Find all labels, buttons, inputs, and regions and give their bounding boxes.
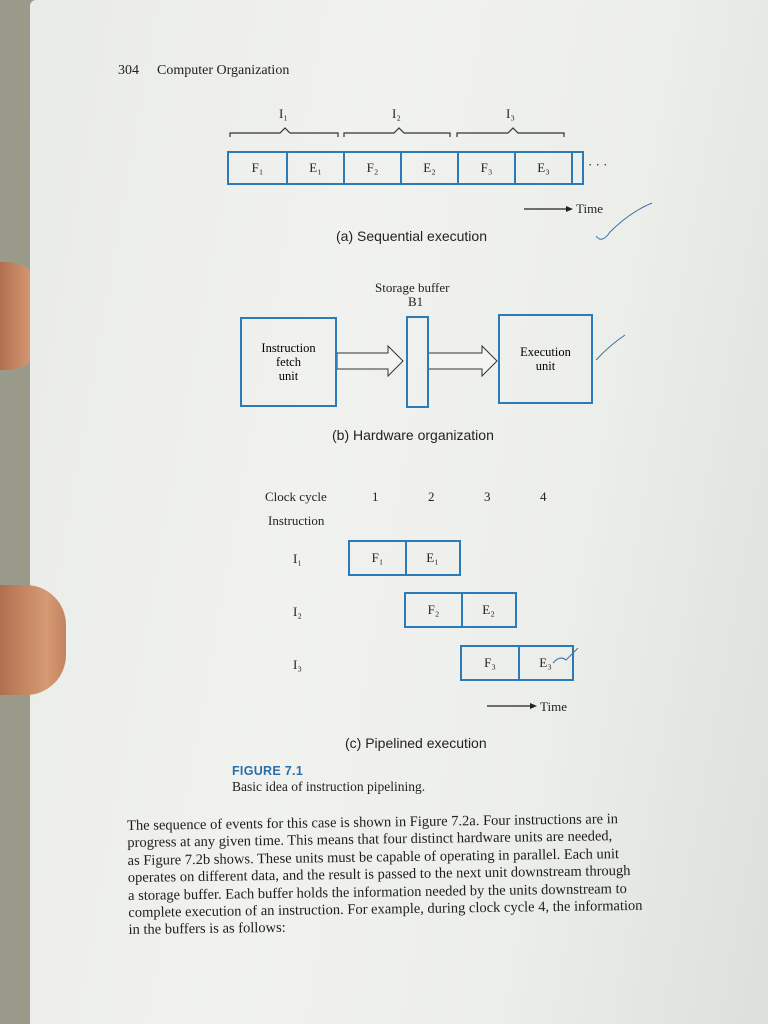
- fetch-unit-label: unit: [278, 369, 299, 383]
- figure-caption: Basic idea of instruction pipelining.: [232, 779, 426, 794]
- instr-label: I₂: [392, 106, 401, 121]
- brace: [229, 127, 339, 137]
- stage-cell: F₁: [371, 550, 384, 565]
- data-arrow: [427, 344, 498, 378]
- instr-label: I₁: [279, 106, 288, 121]
- ellipsis: · · ·: [588, 157, 608, 172]
- stage-cell: F₃: [484, 655, 496, 670]
- instruction-label: Instruction: [268, 513, 325, 528]
- cycle-number: 3: [484, 489, 491, 504]
- arrow-head: [530, 703, 537, 709]
- stage-cell: E₁: [405, 542, 458, 574]
- pencil-mark: [552, 647, 579, 664]
- pipeline-row-3: F₃ E₃: [460, 645, 574, 681]
- time-label: Time: [576, 201, 603, 216]
- instr-label: I₃: [506, 106, 515, 121]
- caption-a: (a) Sequential execution: [336, 228, 487, 244]
- finger: [0, 585, 66, 695]
- exec-unit-label: unit: [535, 359, 556, 373]
- fetch-unit-label: fetch: [276, 355, 301, 369]
- page-number: 304: [118, 63, 139, 78]
- exec-unit-label: Execution: [520, 345, 571, 359]
- stage-cell: E₁: [286, 153, 343, 183]
- time-label: Time: [540, 699, 567, 714]
- row-label: I₃: [293, 657, 302, 672]
- caption-c: (c) Pipelined execution: [345, 735, 487, 751]
- row-label: I₁: [293, 551, 302, 566]
- data-arrow: [336, 344, 404, 378]
- fetch-unit: Instruction fetch unit: [240, 317, 337, 407]
- pipeline-row-2: F₂ E₂: [404, 592, 517, 628]
- arrow-head: [566, 206, 573, 212]
- sequential-bar: F₁ E₁ F₂ E₂ F₃ E₃: [227, 151, 584, 185]
- cycle-number: 2: [428, 489, 435, 504]
- row-label: I₂: [293, 604, 302, 619]
- pipeline-row-1: F₁ E₁: [348, 540, 461, 576]
- body-paragraph: The sequence of events for this case is …: [127, 811, 643, 940]
- stage-cell: E₃: [518, 647, 571, 679]
- caption-b: (b) Hardware organization: [332, 427, 494, 443]
- cycle-number: 1: [372, 489, 379, 504]
- brace: [343, 127, 451, 137]
- stage-cell-open: [571, 153, 581, 183]
- pencil-mark: [595, 334, 626, 361]
- fetch-unit-label: Instruction: [261, 341, 316, 355]
- stage-cell: F₃: [457, 153, 514, 183]
- stage-cell: F₁: [251, 160, 264, 175]
- book-page: [30, 0, 768, 1024]
- storage-buffer: [406, 316, 429, 408]
- buffer-name: B1: [408, 294, 424, 309]
- stage-cell: F₂: [427, 602, 440, 617]
- running-title: Computer Organization: [157, 63, 290, 78]
- stage-cell: E₂: [461, 594, 514, 626]
- buffer-label: Storage buffer: [375, 280, 450, 295]
- stage-cell: E₃: [514, 153, 571, 183]
- clock-cycle-label: Clock cycle: [265, 489, 327, 504]
- cycle-number: 4: [540, 489, 547, 504]
- stage-cell: F₂: [343, 153, 400, 183]
- execution-unit: Execution unit: [498, 314, 593, 404]
- figure-number: FIGURE 7.1: [232, 764, 304, 778]
- brace: [456, 127, 565, 137]
- pencil-mark: [595, 202, 653, 240]
- stage-cell: E₂: [400, 153, 457, 183]
